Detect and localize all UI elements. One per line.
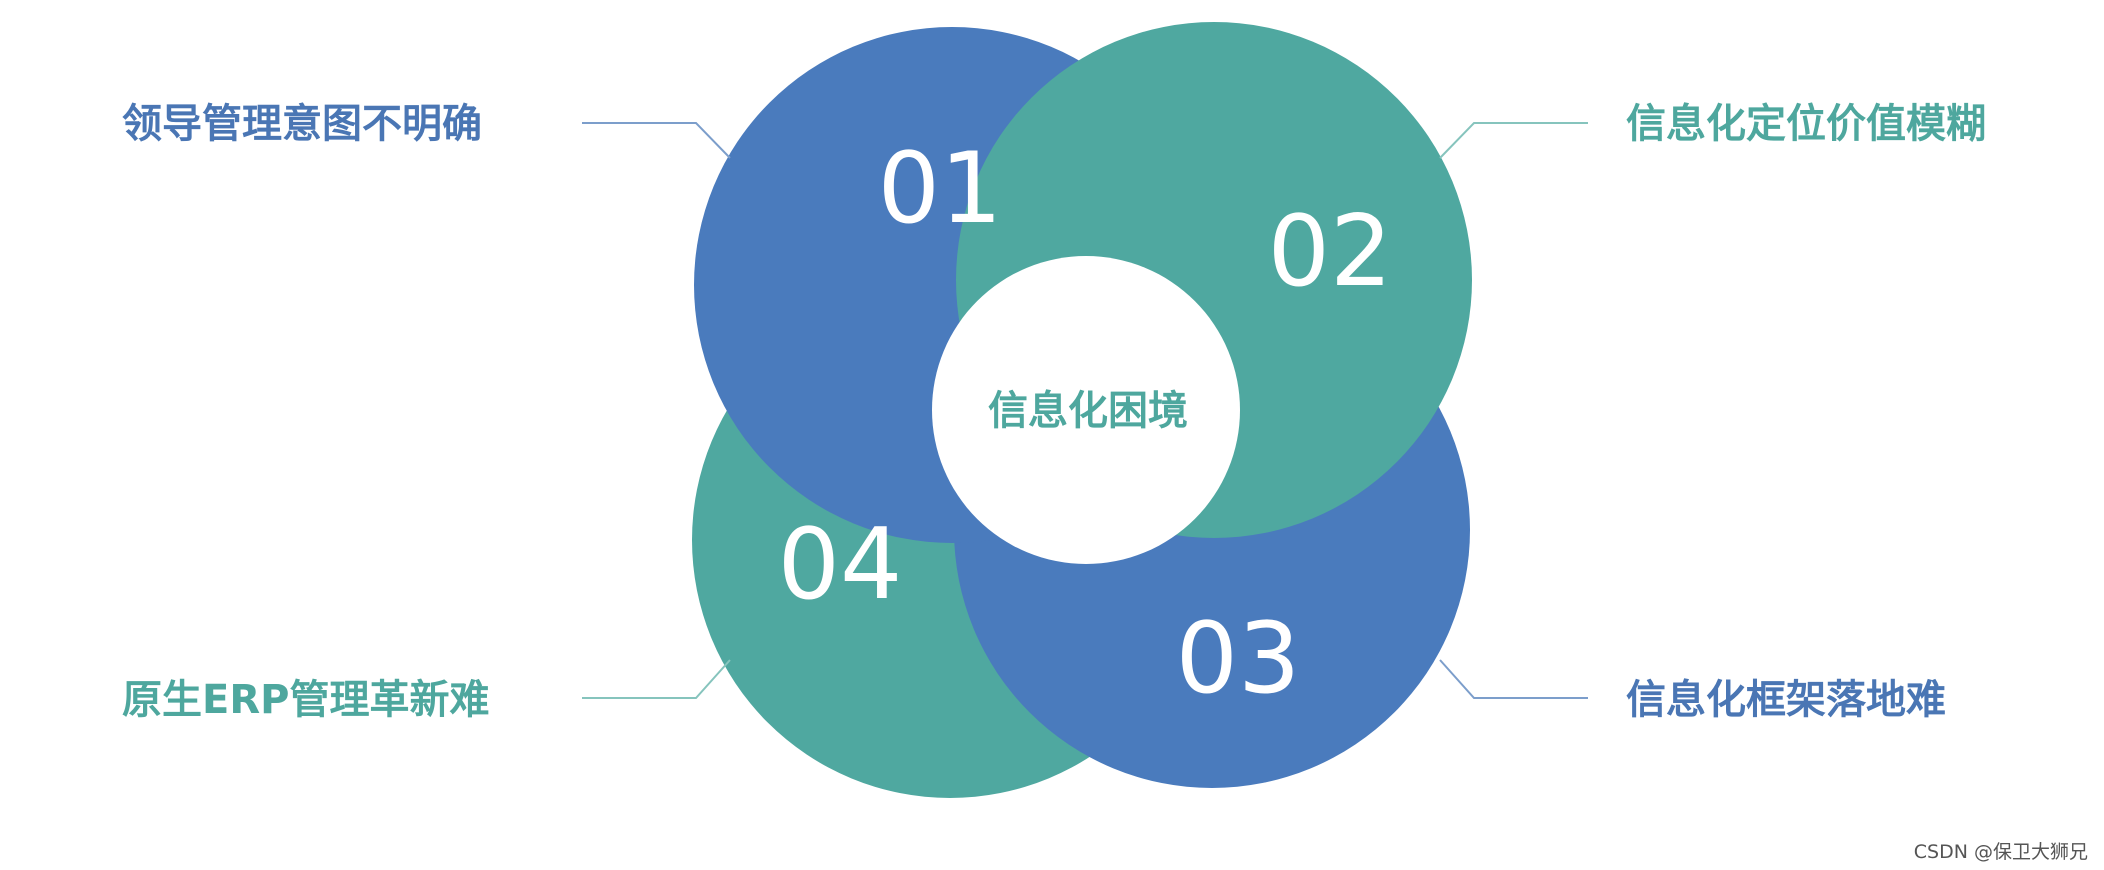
connector-01 — [582, 122, 731, 159]
center-label: 信息化困境 — [988, 388, 1188, 434]
connector-04 — [582, 659, 731, 699]
label-02: 信息化定位价值模糊 — [1626, 101, 1986, 147]
label-01: 领导管理意图不明确 — [122, 101, 482, 147]
center-circle — [932, 256, 1240, 564]
label-04: 原生ERP管理革新难 — [122, 677, 489, 723]
label-03: 信息化框架落地难 — [1626, 677, 1946, 723]
number-04: 04 — [778, 508, 903, 622]
connector-03 — [1439, 659, 1588, 699]
number-02: 02 — [1268, 195, 1393, 309]
watermark: CSDN @保卫大狮兄 — [1914, 841, 2088, 863]
connector-02 — [1439, 122, 1588, 159]
number-03: 03 — [1176, 602, 1301, 716]
number-01: 01 — [878, 132, 1003, 246]
